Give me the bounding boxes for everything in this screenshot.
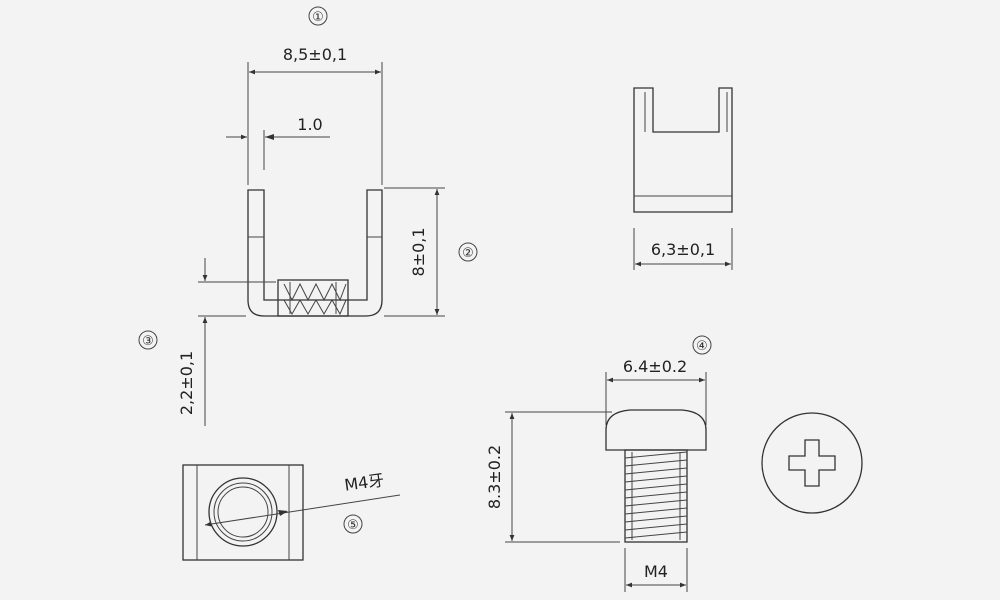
screw-view: ④ 6.4±0.2 — [485, 335, 863, 592]
base-height-label: 2,2±0,1 — [177, 351, 196, 415]
screw-head-width-dimension: 6.4±0.2 — [605, 357, 707, 425]
u-clip-outline — [247, 189, 383, 317]
phillips-head-icon — [761, 412, 863, 514]
screw-threads — [624, 451, 688, 540]
callout-4: ④ — [692, 335, 712, 355]
nut-top-view: M4牙 ⑤ — [182, 464, 401, 561]
screw-thread-dimension: M4 — [624, 548, 688, 592]
callout-4-label: ④ — [696, 339, 708, 354]
wall-thickness-label: 1.0 — [297, 115, 322, 134]
callout-1: ① — [308, 6, 328, 26]
height-label: 8±0,1 — [409, 227, 428, 276]
front-view: ① 8,5±0,1 1.0 — [138, 6, 478, 426]
callout-5: ⑤ — [343, 514, 363, 534]
nut-thread-label: M4牙 — [343, 470, 385, 494]
screw-length-label: 8.3±0.2 — [485, 445, 504, 509]
side-width-label: 6,3±0,1 — [651, 240, 715, 259]
callout-1-label: ① — [312, 10, 324, 25]
screw-length-dimension: 8.3±0.2 — [485, 411, 620, 543]
callout-3-label: ③ — [142, 334, 154, 349]
side-width-dimension: 6,3±0,1 — [633, 228, 733, 270]
wall-thickness-dimension: 1.0 — [226, 115, 330, 170]
side-view: 6,3±0,1 — [633, 87, 733, 270]
callout-2-label: ② — [462, 246, 474, 261]
screw-head-width-label: 6.4±0.2 — [623, 357, 687, 376]
callout-2: ② — [458, 242, 478, 262]
callout-5-label: ⑤ — [347, 518, 359, 533]
screw-thread-label: M4 — [644, 562, 668, 581]
overall-width-label: 8,5±0,1 — [283, 45, 347, 64]
height-dimension: 8±0,1 — [384, 187, 445, 317]
base-height-dimension: 2,2±0,1 — [177, 258, 276, 426]
callout-3: ③ — [138, 330, 158, 350]
